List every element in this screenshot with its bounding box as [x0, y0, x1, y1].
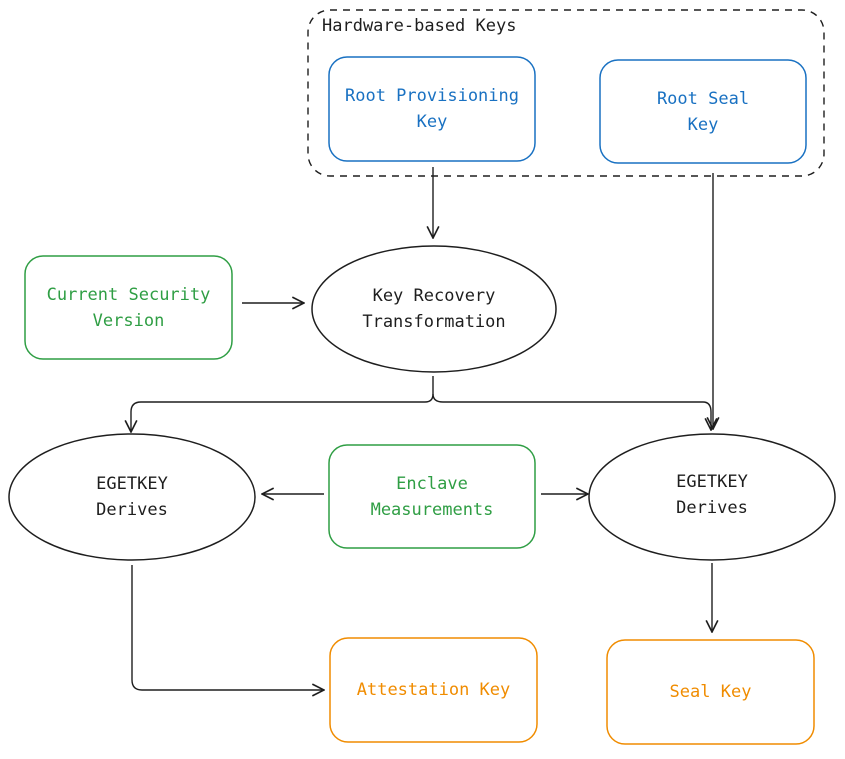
- egetkey-left-ellipse: [8, 433, 256, 561]
- egetkey-left-label: EGETKEY Derives: [96, 474, 168, 520]
- root-seal-key-box: [599, 59, 807, 164]
- attestation-key-box: [329, 637, 538, 743]
- seal-key-label: Seal Key: [669, 682, 752, 702]
- enclave-measurements-box: [328, 444, 536, 549]
- attestation-key-label: Attestation Key: [356, 680, 511, 700]
- root-seal-key-label: Root Seal Key: [656, 88, 750, 135]
- egetkey-right-label: EGETKEY Derives: [676, 472, 748, 518]
- current-security-version-label: Current Security Version: [46, 284, 211, 331]
- current-security-version-box: [24, 255, 233, 360]
- arrow-recovery-to-right-egetkey: [432, 393, 711, 430]
- key-recovery-ellipse: [311, 245, 557, 373]
- key-recovery-label: Key Recovery Transformation: [362, 286, 506, 332]
- enclave-measurements-label: Enclave Measurements: [370, 473, 494, 520]
- hardware-keys-group: [307, 9, 825, 177]
- hardware-keys-group-title: Hardware-based Keys: [322, 16, 517, 36]
- seal-key-box: [606, 639, 815, 745]
- arrow-recovery-to-left-egetkey: [131, 376, 434, 432]
- root-provisioning-key-box: [328, 56, 536, 162]
- arrow-left-egetkey-to-attestation: [131, 565, 324, 690]
- root-provisioning-key-label: Root Provisioning Key: [345, 86, 519, 132]
